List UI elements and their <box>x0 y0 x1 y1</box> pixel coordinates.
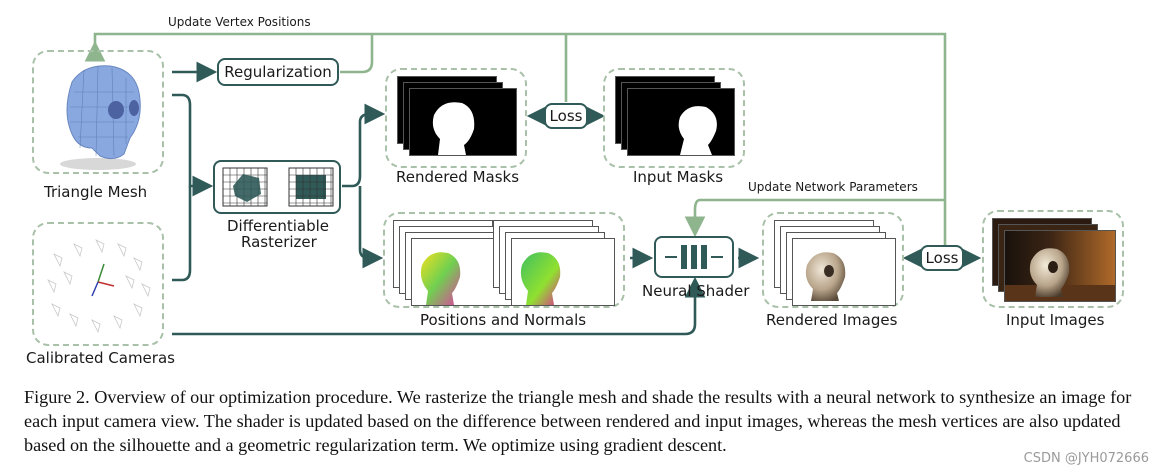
neural-shader-node <box>654 236 734 278</box>
rendered-images-label: Rendered Images <box>766 311 898 329</box>
camera-rig-icon <box>47 239 151 334</box>
network-layers-icon <box>665 245 723 269</box>
positions-normals-label: Positions and Normals <box>420 311 587 329</box>
rendered-masks-box <box>385 68 527 168</box>
calibrated-cameras-box <box>32 222 164 346</box>
feedback-arrows <box>84 32 947 245</box>
positions-normals-box <box>383 212 625 308</box>
differentiable-rasterizer-node <box>213 160 341 214</box>
connector-layer <box>84 32 982 336</box>
neural-shader-label: Neural Shader <box>642 282 750 300</box>
watermark: CSDN @JYH072666 <box>1023 451 1149 466</box>
update-network-label: Update Network Parameters <box>748 180 918 194</box>
rendered-masks-label: Rendered Masks <box>396 168 520 186</box>
input-masks-label: Input Masks <box>633 168 724 186</box>
image-loss-node: Loss <box>920 245 964 271</box>
figure-caption: Figure 2. Overview of our optimization p… <box>24 387 1132 455</box>
mask-loss-node: Loss <box>544 103 588 129</box>
diff-rasterizer-label-2: Rasterizer <box>241 233 317 251</box>
update-vertex-label: Update Vertex Positions <box>168 15 311 29</box>
input-images-label: Input Images <box>1006 311 1105 329</box>
regularization-node: Regularization <box>217 58 339 86</box>
raster-grid-icon <box>222 167 334 207</box>
input-masks-box <box>603 68 745 168</box>
input-images-box <box>982 210 1124 308</box>
calibrated-cameras-label: Calibrated Cameras <box>26 349 175 367</box>
skull-mesh-icon <box>60 65 141 170</box>
rendered-images-box <box>762 212 904 308</box>
diff-rasterizer-label-1: Differentiable <box>227 217 330 235</box>
triangle-mesh-box <box>32 50 164 174</box>
forward-arrows <box>172 61 982 336</box>
triangle-mesh-label: Triangle Mesh <box>44 183 148 201</box>
